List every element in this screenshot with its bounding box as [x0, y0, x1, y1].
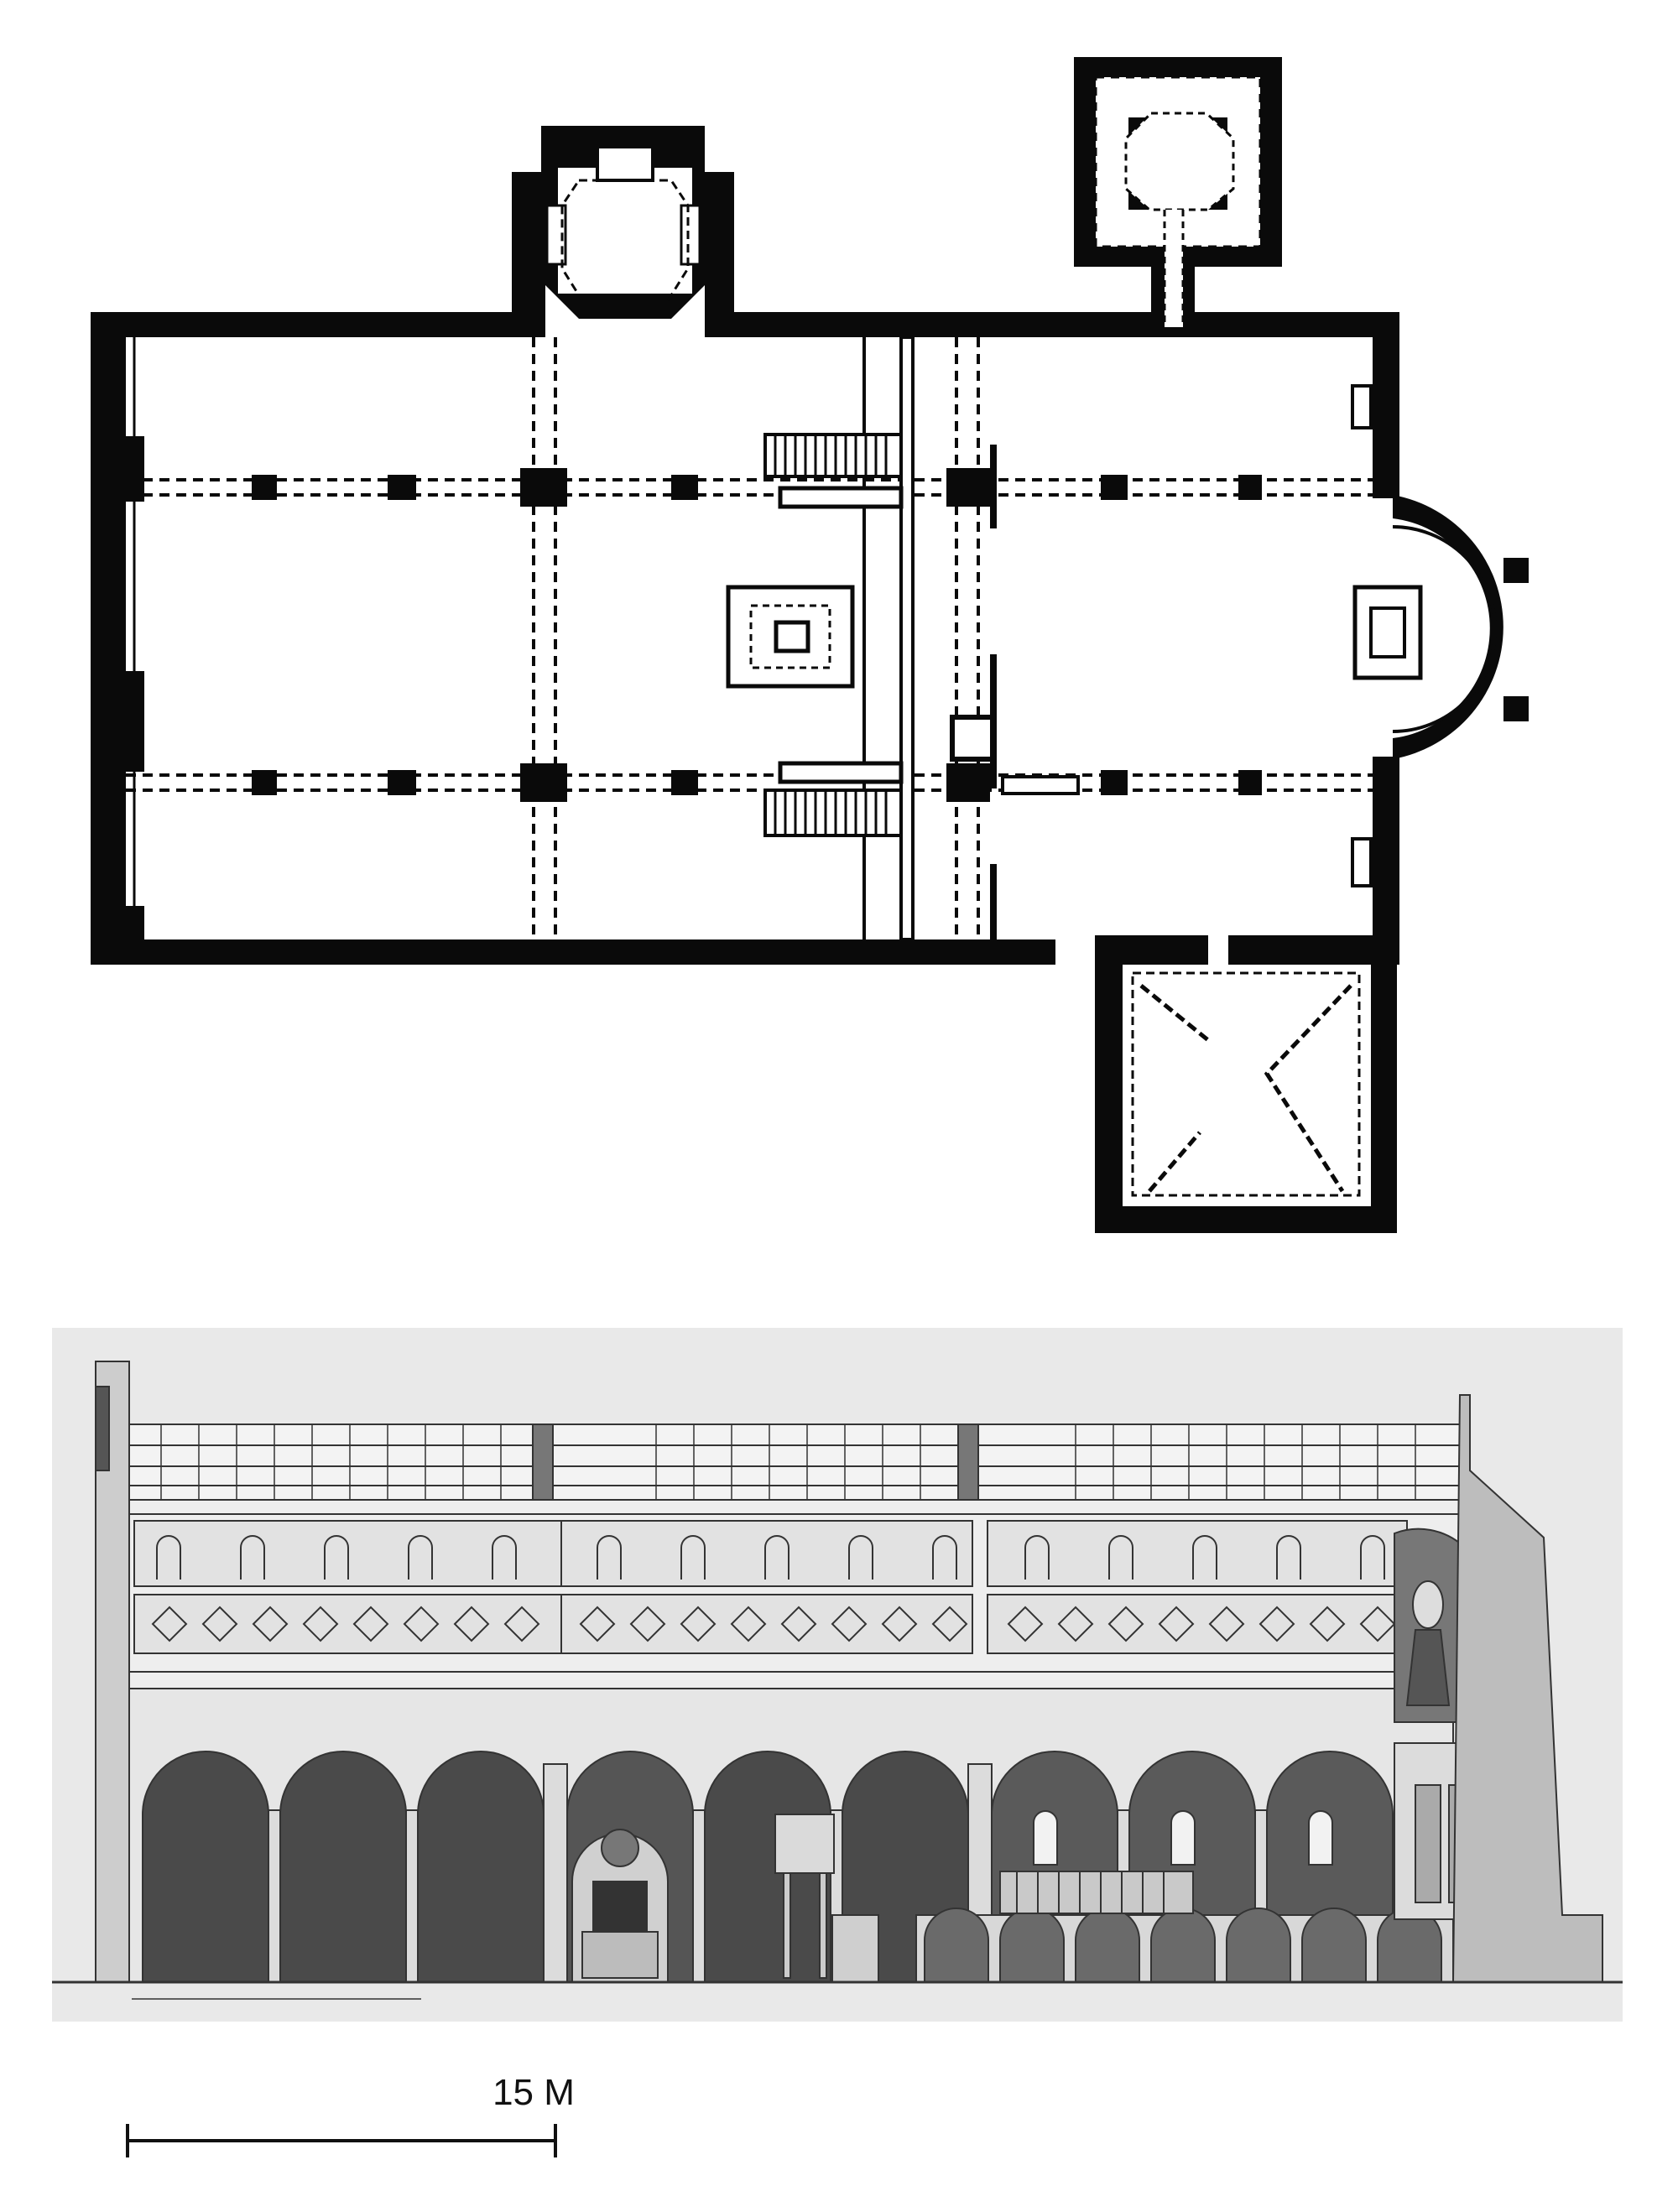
east-wall-upper	[1373, 312, 1399, 498]
west-facade	[95, 1361, 130, 1983]
scale-line	[126, 2124, 557, 2157]
monument-icon	[571, 1829, 669, 1983]
west-wall	[91, 312, 126, 965]
arcade-lines	[126, 337, 1373, 939]
columns	[252, 468, 1262, 802]
floor-plan	[91, 57, 1529, 1233]
pulpit	[774, 1814, 879, 1982]
east-masonry	[1451, 1394, 1603, 1983]
stairs-south	[763, 761, 1080, 837]
section-drawing	[52, 1361, 1623, 2000]
sacristy	[1095, 935, 1397, 1233]
longitudinal-section	[52, 1328, 1623, 2022]
nave-walls	[91, 312, 1399, 965]
north-chapel	[512, 126, 734, 337]
roof-trusses	[127, 1423, 1461, 1501]
south-wall	[91, 939, 1055, 965]
north-wall-east	[720, 312, 1399, 337]
bell-tower	[1074, 57, 1282, 329]
apse	[1352, 495, 1529, 759]
east-wall-lower	[1373, 757, 1399, 965]
scale-bar: 15 M	[117, 2072, 587, 2173]
scale-label: 15 M	[492, 2072, 575, 2113]
plan-drawing	[91, 57, 1529, 1233]
choir-stalls	[999, 1871, 1194, 1914]
crypt	[915, 1908, 1454, 1983]
north-wall-west	[91, 312, 527, 337]
tabernacle	[726, 585, 855, 689]
stairs-north	[763, 433, 904, 509]
